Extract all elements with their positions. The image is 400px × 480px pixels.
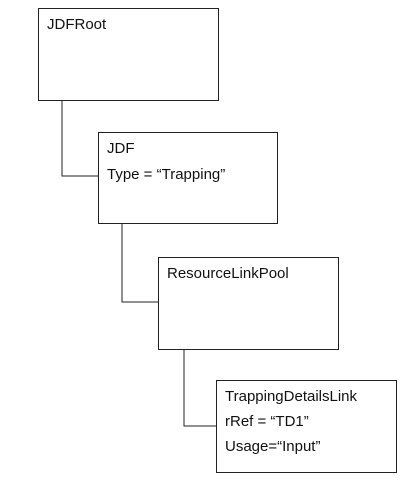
connector-jdf-to-resourcelinkpool [121, 224, 158, 303]
node-attribute-usage: Usage=“Input” [225, 438, 321, 455]
node-title: ResourceLinkPool [167, 265, 289, 282]
node-title: TrappingDetailsLink [225, 388, 358, 405]
node-title: JDFRoot [47, 16, 107, 33]
connector-jdfroot-to-jdf [61, 101, 98, 177]
node-attribute-rref: rRef = “TD1” [225, 413, 309, 430]
connector-resourcelinkpool-to-trappingdetailslink [183, 350, 216, 427]
node-resourcelinkpool: ResourceLinkPool [158, 257, 339, 350]
node-trappingdetailslink: TrappingDetailsLink rRef = “TD1” Usage=“… [216, 380, 397, 473]
node-title: JDF [107, 140, 135, 157]
node-attribute-type: Type = “Trapping” [107, 166, 226, 183]
node-jdfroot: JDFRoot [38, 8, 219, 101]
node-jdf: JDF Type = “Trapping” [98, 132, 278, 224]
